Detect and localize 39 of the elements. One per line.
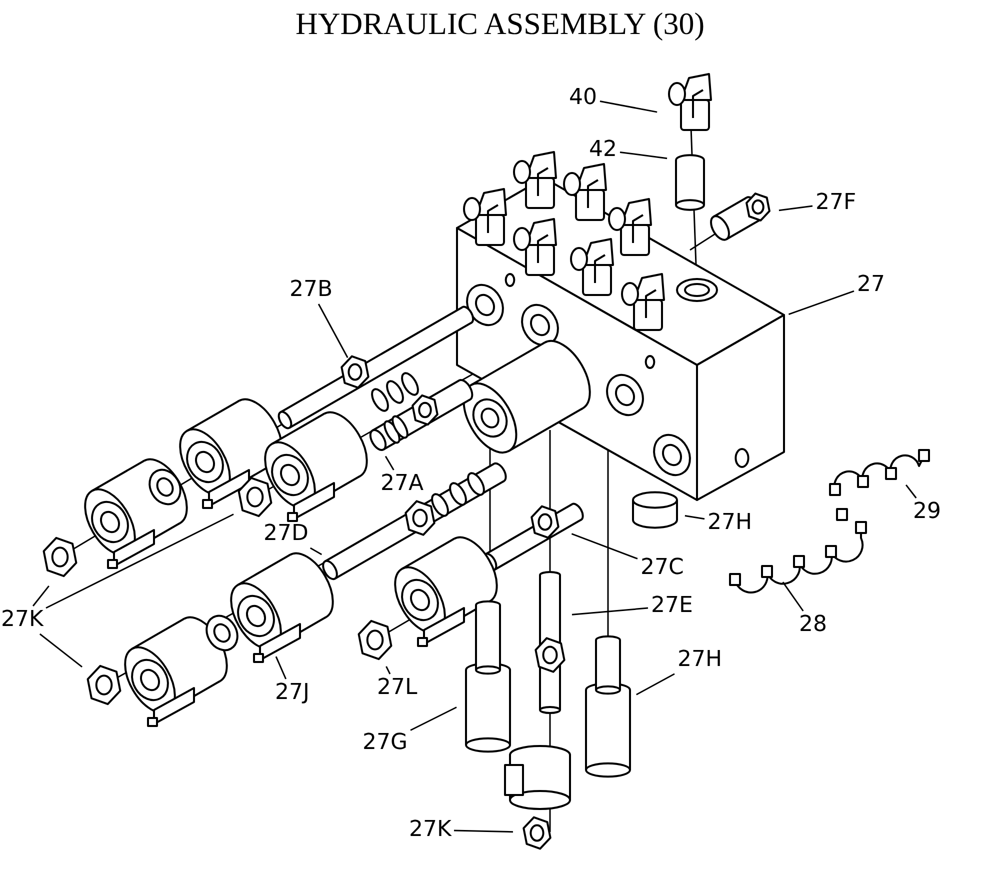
diagram-title: HYDRAULIC ASSEMBLY (30) [294,6,706,42]
callout-number: 27G [362,731,409,755]
leader-line [39,633,83,668]
leader-line [454,830,514,833]
callout-number: 27A [380,472,425,496]
leader-line [318,304,348,358]
callout-number: 27H [706,511,754,535]
callout-number: 27K [408,818,452,842]
callout-number: 27E [650,594,694,618]
callout-number: 27H [676,648,724,672]
leader-line [310,547,322,556]
leader-line [386,666,391,674]
callout-number: 27L [376,676,418,700]
leader-line [620,151,668,160]
leader-line [600,100,658,113]
callout-number: 27C [640,556,685,580]
leader-line [636,673,675,696]
leader-line [905,484,917,498]
callout-number: 27J [274,681,310,705]
leader-line [788,290,854,316]
callout-number: 27D [262,522,310,546]
leader-line [778,205,813,212]
leader-line [384,456,394,470]
leader-line [46,514,234,609]
leader-line [571,533,638,560]
leader-line [32,585,50,606]
callout-number: 28 [798,613,828,637]
leader-line [572,607,648,616]
callout-number: 42 [588,138,618,162]
callout-number: 27 [856,273,886,297]
leader-line [275,656,287,680]
leader-line [684,515,705,520]
callout-number: 27K [0,608,44,632]
leader-line [782,582,804,612]
callout-number: 40 [568,86,598,110]
leader-line [410,706,457,731]
callout-number: 27F [814,191,858,215]
callout-number: 29 [912,500,942,524]
callout-number: 27B [288,278,334,302]
